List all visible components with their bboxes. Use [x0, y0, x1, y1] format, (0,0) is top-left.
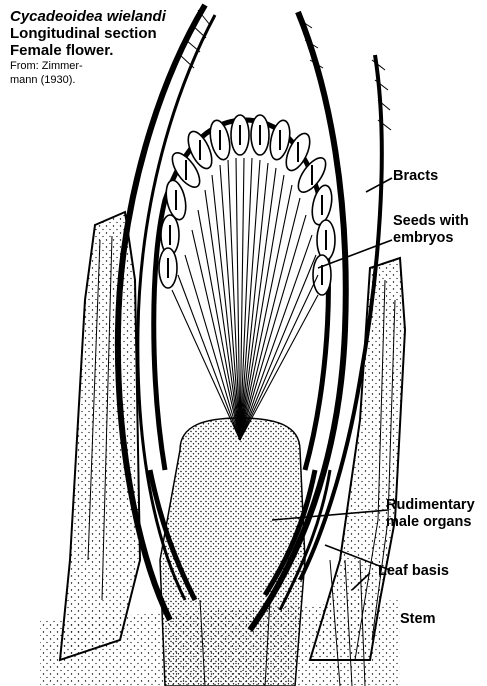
- label-rudimentary-line1: Rudimentary: [386, 497, 487, 514]
- label-seeds-line1: Seeds with: [393, 213, 469, 230]
- source-line-2: mann (1930).: [10, 74, 220, 87]
- label-rudimentary-line2: male organs: [386, 514, 471, 531]
- caption-line-3: Female flower.: [10, 42, 220, 59]
- label-bracts: Bracts: [393, 168, 438, 185]
- left-leaf-basis: [60, 212, 140, 660]
- source-line-1: From: Zimmer-: [10, 60, 220, 73]
- label-stem: Stem: [400, 611, 435, 628]
- receptacle-column: [160, 418, 305, 686]
- label-seeds-line2: embryos: [393, 230, 453, 247]
- caption-line-2: Longitudinal section: [10, 25, 220, 42]
- figure-caption: Cycadeoidea wielandi Longitudinal sectio…: [10, 8, 220, 87]
- species-name: Cycadeoidea wielandi: [10, 8, 220, 25]
- label-leaf-basis: Leaf basis: [378, 563, 449, 580]
- seed-stalks: [172, 158, 318, 440]
